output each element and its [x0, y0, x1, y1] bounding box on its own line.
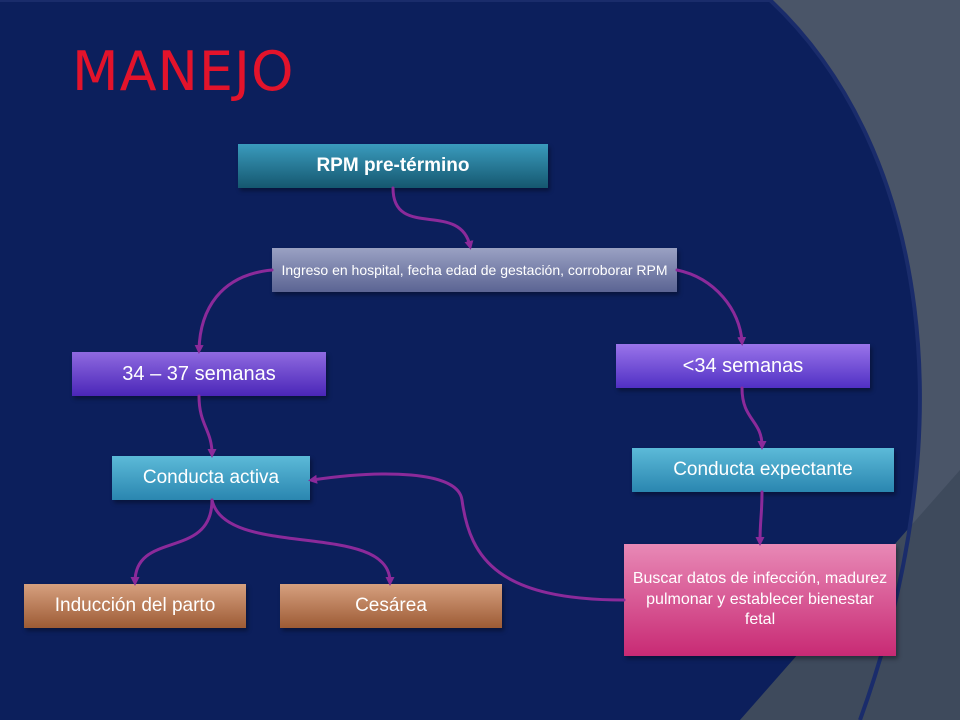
slide-title: MANEJO: [72, 40, 295, 103]
rpm-pretermino-box: RPM pre-término: [238, 144, 548, 188]
cesarea-box: Cesárea: [280, 584, 502, 628]
semanas-menos-34-box: <34 semanas: [616, 344, 870, 388]
buscar-datos-box: Buscar datos de infección, madurez pulmo…: [624, 544, 896, 656]
induccion-parto-box: Inducción del parto: [24, 584, 246, 628]
conducta-expectante-box: Conducta expectante: [632, 448, 894, 492]
ingreso-hospital-box: Ingreso en hospital, fecha edad de gesta…: [272, 248, 677, 292]
conducta-activa-box: Conducta activa: [112, 456, 310, 500]
semanas-34-37-box: 34 – 37 semanas: [72, 352, 326, 396]
